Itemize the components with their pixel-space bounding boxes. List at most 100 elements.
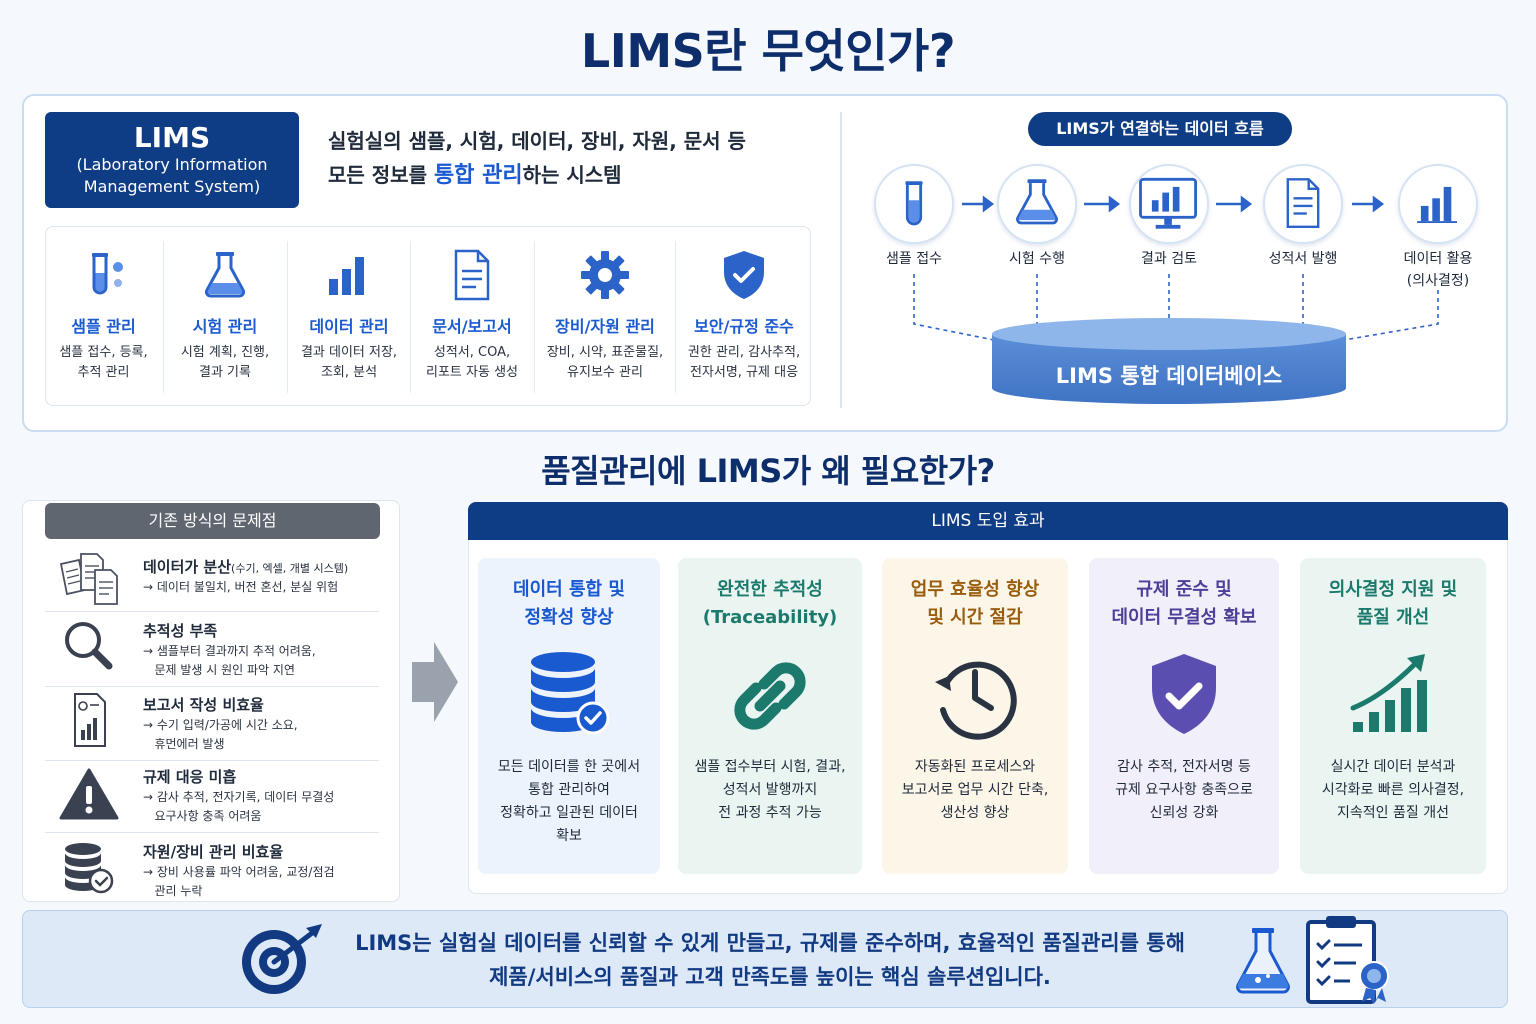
flow-step-report [1263, 164, 1343, 244]
feature-desc: 장비, 시약, 표준물질,유지보수 관리 [539, 343, 671, 383]
effects-header: LIMS 도입 효과 [468, 502, 1508, 540]
checklist-certificate-icon [1306, 916, 1389, 1004]
feature-title: 데이터 관리 [309, 317, 389, 336]
feature-desc-line: 전자서명, 규제 대응 [689, 365, 799, 380]
warning-icon [59, 768, 119, 820]
summary-line-2: 제품/서비스의 품질과 고객 만족도를 높이는 핵심 솔루션입니다. [489, 965, 1051, 989]
feature-list: 샘플 관리 샘플 접수, 등록,추적 관리 시험 관리 시험 계획, 진행,결과… [45, 226, 811, 406]
feature-desc: 결과 데이터 저장,조회, 분석 [292, 343, 406, 383]
problem-desc: → 샘플부터 결과까지 추적 어려움, 문제 발생 시 원인 파악 지연 [143, 642, 316, 680]
feature-data: 데이터 관리 결과 데이터 저장,조회, 분석 [288, 227, 410, 407]
problem-title: 데이터가 분산(수기, 엑셀, 개별 시스템) [143, 556, 348, 577]
definition-line-2-pre: 모든 정보를 [328, 163, 434, 187]
flow-arrows [962, 195, 1385, 213]
flow-step-review [1129, 164, 1209, 244]
effect-desc-line: 시각화로 빠른 의사결정, [1321, 782, 1465, 798]
flask-icon [1236, 928, 1290, 994]
clock-icon [935, 661, 1017, 740]
flow-label: 성적서 발행 [1268, 251, 1338, 267]
flow-label: 시험 수행 [1009, 251, 1065, 267]
effect-title-line: 및 시간 절감 [927, 607, 1023, 628]
problem-desc-line: → 감사 추적, 전자기록, 데이터 무결성 [143, 790, 335, 804]
effect-desc-line: 모든 데이터를 한 곳에서 [497, 759, 641, 775]
database-check-icon [65, 843, 114, 894]
effect-title-line: 규제 준수 및 [1136, 579, 1232, 600]
feature-desc-line: 시험 계획, 진행, [180, 345, 270, 360]
problem-title: 규제 대응 미흡 [143, 766, 236, 787]
flow-label: 데이터 활용 [1403, 251, 1473, 267]
effect-desc-line: 성적서 발행까지 [722, 782, 818, 798]
problem-title-text: 규제 대응 미흡 [143, 768, 237, 786]
effect-desc-line: 확보 [556, 828, 582, 844]
problems-header: 기존 방식의 문제점 [45, 503, 380, 539]
flow-label: 샘플 접수 [886, 251, 942, 267]
definition-line-2-post: 하는 시스템 [522, 163, 622, 187]
effect-title-line: 데이터 통합 및 [513, 579, 625, 600]
effect-card-traceability: 완전한 추적성(Traceability) 샘플 접수부터 시험, 결과,성적서… [678, 558, 862, 874]
effect-title-line: 품질 개선 [1356, 607, 1430, 628]
definition-highlight: 통합 관리 [433, 163, 523, 188]
effect-title-line: 정확성 향상 [524, 607, 614, 628]
panel-divider [840, 112, 842, 408]
effect-desc-line: 통합 관리하여 [528, 782, 610, 798]
document-icon [454, 249, 490, 301]
feature-equipment: 장비/자원 관리 장비, 시약, 표준물질,유지보수 관리 [535, 227, 675, 407]
flask-icon [205, 252, 245, 298]
problem-title-text: 자원/장비 관리 비효율 [143, 843, 284, 861]
feature-desc-line: 결과 기록 [199, 365, 251, 380]
lims-badge-sub-2: Management System) [83, 177, 261, 196]
effect-title-line: 데이터 무결성 확보 [1111, 607, 1257, 628]
problem-item: 자원/장비 관리 비효율 → 장비 사용률 파악 어려움, 교정/점검 관리 누… [45, 841, 379, 901]
effect-title-line: (Traceability) [702, 607, 838, 628]
definition-line-1: 실험실의 샘플, 시험, 데이터, 장비, 자원, 문서 등 [328, 129, 746, 153]
section-title: 품질관리에 LIMS가 왜 필요한가? [541, 452, 995, 490]
feature-desc: 샘플 접수, 등록,추적 관리 [50, 343, 157, 383]
feature-desc-line: 조회, 분석 [320, 365, 378, 380]
problem-desc: → 수기 입력/가공에 시간 소요, 휴먼에러 발생 [143, 716, 298, 754]
problem-separator [45, 611, 379, 612]
gear-icon [581, 251, 629, 299]
problem-item: 추적성 부족 → 샘플부터 결과까지 추적 어려움, 문제 발생 시 원인 파악… [45, 620, 379, 684]
effect-title: 완전한 추적성(Traceability) [678, 576, 862, 632]
feature-security: 보안/규정 준수 권한 관리, 감사추적,전자서명, 규제 대응 [676, 227, 812, 407]
feature-documents: 문서/보고서 성적서, COA,리포트 자동 생성 [411, 227, 533, 407]
summary-line-1: LIMS는 실험실 데이터를 신뢰할 수 있게 만들고, 규제를 준수하며, 효… [355, 931, 1185, 955]
problem-desc-line: 문제 발생 시 원인 파악 지연 [143, 663, 295, 677]
target-icon [242, 924, 322, 994]
problem-title: 자원/장비 관리 비효율 [143, 841, 283, 862]
flow-connectors [913, 195, 1439, 404]
feature-separator [163, 241, 164, 393]
document-icon [1286, 178, 1320, 228]
arrow-right-icon [412, 642, 458, 722]
problem-separator [45, 686, 379, 687]
problem-desc-line: → 장비 사용률 파악 어려움, 교정/점검 [143, 865, 335, 879]
chain-link-icon [734, 662, 806, 730]
definition-line-2: 모든 정보를 통합 관리하는 시스템 [328, 160, 828, 191]
problem-desc-line: 요구사항 충족 어려움 [143, 809, 262, 823]
problem-item: 규제 대응 미흡 → 감사 추적, 전자기록, 데이터 무결성 요구사항 충족 … [45, 766, 379, 830]
report-icon [74, 693, 106, 747]
feature-separator [675, 241, 676, 393]
magnifier-icon [65, 622, 113, 670]
problem-title-note: (수기, 엑셀, 개별 시스템) [231, 562, 349, 575]
page-title: LIMS란 무엇인가? [580, 24, 956, 78]
problem-desc: → 장비 사용률 파악 어려움, 교정/점검 관리 누락 [143, 863, 335, 901]
effect-desc-line: 보고서로 업무 시간 단축, [901, 782, 1049, 798]
effect-desc-line: 전 과정 추적 가능 [718, 805, 822, 821]
feature-title: 장비/자원 관리 [555, 317, 655, 336]
feature-desc-line: 장비, 시약, 표준물질, [546, 345, 664, 360]
effect-desc-line: 실시간 데이터 분석과 [1330, 759, 1456, 775]
feature-desc-line: 샘플 접수, 등록, [59, 345, 148, 360]
feature-title: 샘플 관리 [71, 317, 136, 336]
bar-chart-icon [329, 257, 364, 295]
flask-icon [1016, 179, 1058, 225]
scattered-documents-icon [59, 553, 118, 605]
problem-desc: → 감사 추적, 전자기록, 데이터 무결성 요구사항 충족 어려움 [143, 788, 334, 826]
